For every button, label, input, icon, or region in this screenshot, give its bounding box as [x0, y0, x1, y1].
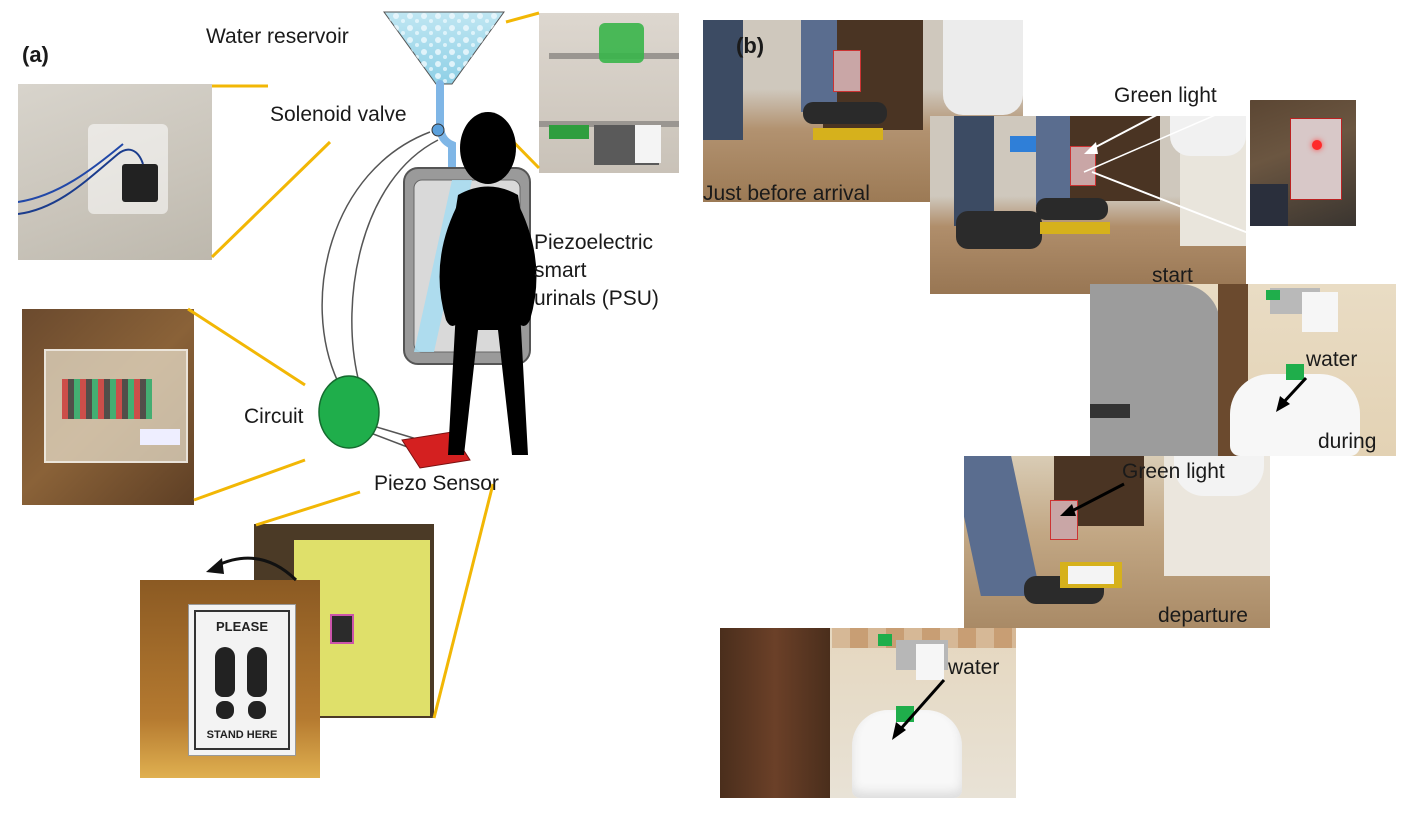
piezo-sensor-shape: [402, 432, 470, 468]
stand-here-sign-photo: PLEASE STAND HERE: [140, 580, 320, 778]
caption-green-light-2: Green light: [1122, 460, 1225, 484]
solenoid-valve-marker: [432, 124, 444, 136]
piezo-sensor-label: Piezo Sensor: [374, 471, 499, 496]
psu-label-line3: urinals (PSU): [534, 286, 659, 311]
photo-water-end: [720, 628, 1016, 798]
caption-water-end: water: [948, 656, 999, 680]
solenoid-valve-label: Solenoid valve: [270, 102, 407, 127]
caption-green-light-1: Green light: [1114, 84, 1217, 108]
panel-b-label: (b): [736, 33, 764, 59]
circuit-photo: [22, 309, 194, 505]
caption-during: during: [1318, 430, 1376, 454]
photo-green-light-closeup: [1250, 100, 1356, 226]
water-reservoir-label: Water reservoir: [206, 24, 349, 49]
photo-start: [930, 116, 1246, 294]
circuit-shape: [319, 376, 379, 448]
reservoir-photo: [539, 13, 679, 173]
urinal-inner: [414, 180, 520, 352]
sign-bottom-text: STAND HERE: [189, 729, 295, 741]
caption-just-before-arrival: Just before arrival: [703, 182, 870, 206]
circuit-label: Circuit: [244, 404, 304, 429]
panel-a-label: (a): [22, 42, 49, 68]
solenoid-valve-photo: [18, 84, 212, 260]
psu-label-line1: Piezoelectric: [534, 230, 653, 255]
psu-label-line2: smart: [534, 258, 587, 283]
person-silhouette: [440, 112, 537, 455]
sign-top-text: PLEASE: [189, 619, 295, 634]
caption-water-during: water: [1306, 348, 1357, 372]
urinal-outer: [404, 168, 530, 364]
caption-departure: departure: [1158, 604, 1248, 628]
water-reservoir-shape: [384, 12, 504, 84]
water-pipe: [440, 84, 452, 200]
